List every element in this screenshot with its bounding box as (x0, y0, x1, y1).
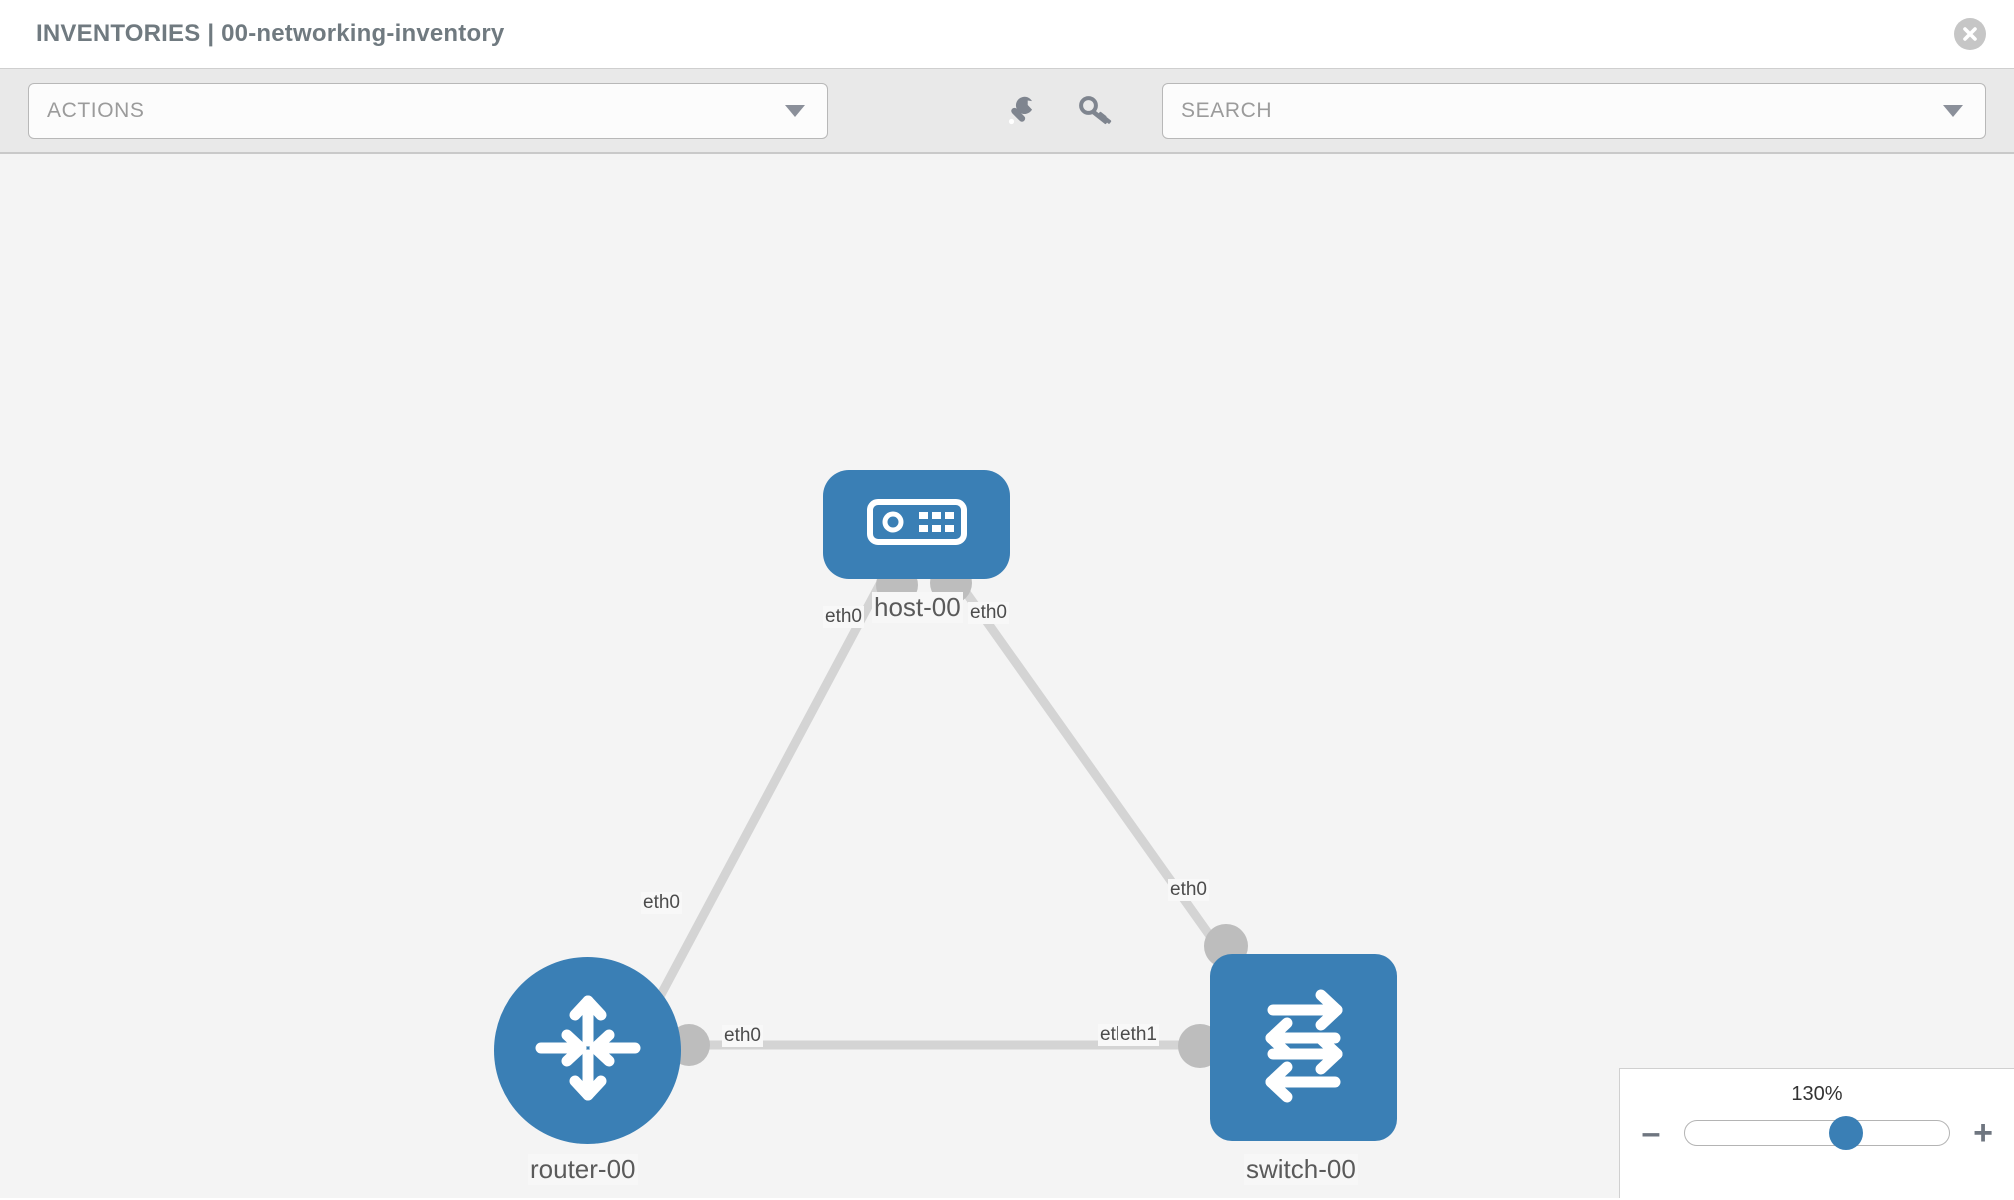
iface-label-router-up: eth0 (641, 892, 682, 914)
link-host-router[interactable] (636, 581, 884, 1037)
search-field[interactable] (1162, 82, 1986, 139)
iface-label-switch-left-b: eth1 (1118, 1024, 1159, 1046)
search-input[interactable] (1181, 98, 1967, 123)
wrench-icon[interactable] (998, 89, 1042, 133)
page-header: INVENTORIES | 00-networking-inventory (0, 0, 2014, 68)
search-chevron-down-icon[interactable] (1943, 104, 1963, 117)
close-button[interactable] (1954, 18, 1986, 50)
node-switch-00[interactable] (1210, 954, 1397, 1141)
key-icon[interactable] (1072, 89, 1116, 133)
zoom-slider-thumb[interactable] (1829, 1116, 1864, 1150)
chevron-down-icon (785, 104, 805, 117)
topology-links (636, 581, 1234, 1050)
zoom-in-button[interactable]: + (1973, 1114, 1993, 1152)
iface-label-host-right: eth0 (968, 602, 1009, 624)
link-host-switch[interactable] (956, 581, 1234, 967)
switch-arrows-icon (1245, 986, 1363, 1109)
node-label-switch-00: switch-00 (1244, 1154, 1358, 1185)
node-label-router-00: router-00 (528, 1154, 638, 1185)
zoom-slider-track[interactable] (1684, 1116, 1950, 1150)
router-arrows-icon (529, 989, 647, 1112)
server-icon (866, 499, 967, 550)
node-router-00[interactable] (494, 957, 681, 1144)
node-host-00[interactable] (823, 470, 1010, 579)
zoom-control: 130% – + (1619, 1068, 2014, 1198)
topology-canvas[interactable]: host-00 router (0, 154, 2014, 1198)
zoom-percent-label: 130% (1791, 1083, 1843, 1105)
iface-label-router-right: eth0 (722, 1025, 763, 1047)
actions-dropdown-label: ACTIONS (47, 98, 145, 122)
iface-label-switch-up: eth0 (1168, 879, 1209, 901)
actions-dropdown[interactable]: ACTIONS (28, 82, 828, 139)
toolbar-icon-group (998, 89, 1116, 133)
toolbar: ACTIONS (0, 68, 2014, 154)
zoom-slider-row: – + (1620, 1116, 2014, 1150)
zoom-out-button[interactable]: – (1641, 1114, 1661, 1152)
close-icon (1961, 25, 1979, 43)
page-title: INVENTORIES | 00-networking-inventory (36, 20, 505, 47)
node-label-host-00: host-00 (872, 592, 963, 623)
iface-label-host-left: eth0 (823, 606, 864, 628)
